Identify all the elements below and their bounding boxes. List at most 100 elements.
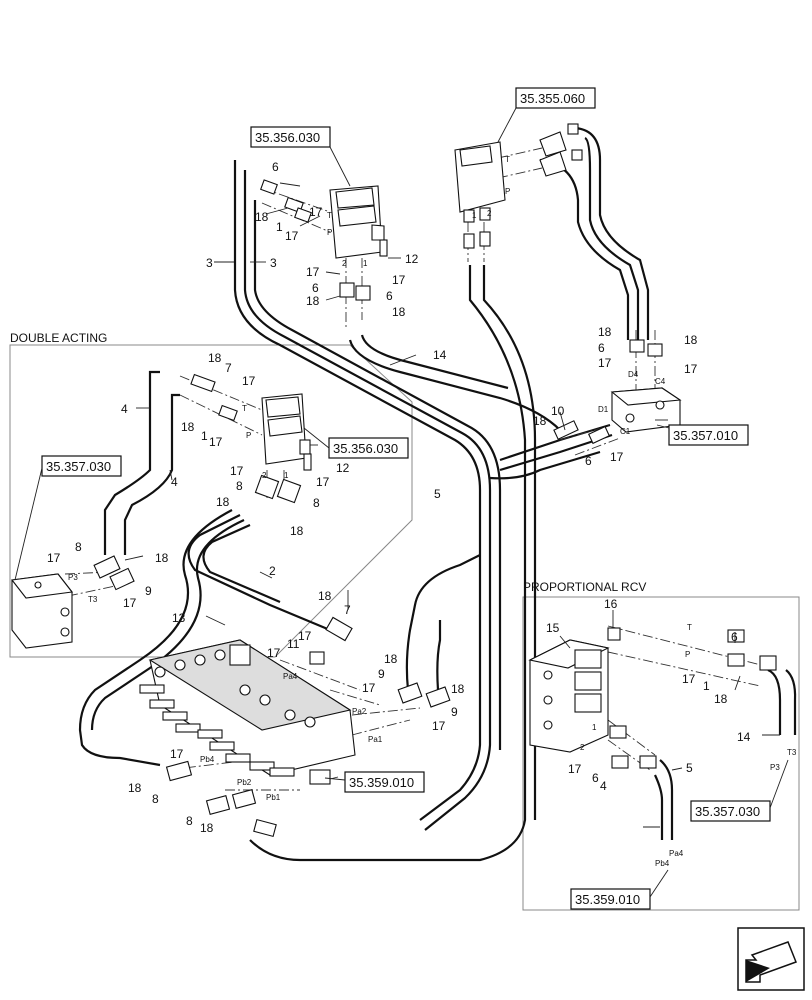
callout: 17 (316, 475, 330, 489)
ref-35359010-mid[interactable]: 35.359.010 (324, 771, 425, 793)
callout: 17 (392, 273, 406, 287)
callout: 6 (312, 281, 319, 295)
hose-rcv-right (767, 668, 797, 735)
port-1: 1 (284, 471, 289, 480)
port-p3: P3 (770, 763, 780, 772)
port-1: 1 (363, 259, 368, 268)
callout: 17 (123, 596, 137, 610)
ref-35357030-right[interactable]: 35.357.030 (690, 759, 789, 822)
callout: 18 (216, 495, 230, 509)
callout: 16 (604, 597, 618, 611)
callout: 17 (684, 362, 698, 376)
callout: 18 (392, 305, 406, 319)
port-2: 2 (262, 471, 267, 480)
hose-3-left (233, 160, 492, 831)
callout: 18 (598, 325, 612, 339)
ref-35356030-mid-text: 35.356.030 (333, 441, 398, 456)
port-2: 2 (487, 209, 492, 218)
callout: 17 (568, 762, 582, 776)
part-number-callouts: 6 18 17 1 17 3 3 12 17 17 6 6 18 18 14 1… (47, 160, 751, 835)
hose-14 (348, 334, 561, 431)
port-pa4: Pa4 (283, 672, 298, 681)
callout: 18 (290, 524, 304, 538)
callout: 10 (551, 404, 565, 418)
callout: 17 (242, 374, 256, 388)
hose-13 (78, 509, 245, 767)
callout: 17 (47, 551, 61, 565)
ref-35356030-top-text: 35.356.030 (255, 130, 320, 145)
spool-sections (139, 649, 316, 777)
callout: 18 (384, 652, 398, 666)
callout: 17 (598, 356, 612, 370)
callout: 18 (306, 294, 320, 308)
callout: 7 (344, 603, 351, 617)
port-t3: T3 (88, 595, 98, 604)
port-labels: T P 2 1 T P 1 2 D4 C4 D1 C1 T P 2 1 P3 T… (68, 155, 797, 868)
proportional-rcv-title: PROPORTIONAL RCV (523, 580, 646, 594)
callout: 3 (270, 256, 277, 270)
callout: 6 (592, 771, 599, 785)
callout: 9 (451, 705, 458, 719)
callout: 4 (171, 475, 178, 489)
leader-lines (124, 182, 780, 828)
callout: 6 (386, 289, 393, 303)
pilot-valve-top (329, 185, 388, 259)
callout: 17 (298, 629, 312, 643)
port-pb4: Pb4 (200, 755, 215, 764)
callout: 17 (682, 672, 696, 686)
callout: 18 (255, 210, 269, 224)
port-t: T (505, 155, 510, 164)
callout: 14 (737, 730, 751, 744)
ref-35356030-mid[interactable]: 35.356.030 (303, 427, 409, 459)
port-2: 2 (580, 743, 585, 752)
port-d4: D4 (628, 370, 639, 379)
port-pa2: Pa2 (352, 707, 367, 716)
callout: 3 (206, 256, 213, 270)
callout: 5 (686, 761, 693, 775)
callout: 18 (181, 420, 195, 434)
callout: 6 (585, 454, 592, 468)
port-pb2: Pb2 (237, 778, 252, 787)
fittings (93, 179, 777, 838)
proportional-rcv-section (522, 596, 800, 911)
callout: 6 (731, 630, 738, 644)
port-c1: C1 (620, 427, 631, 436)
port-1: 1 (592, 723, 597, 732)
port-p3: P3 (68, 573, 78, 582)
callout: 18 (128, 781, 142, 795)
callout: 9 (145, 584, 152, 598)
callout: 18 (714, 692, 728, 706)
callout: 17 (170, 747, 184, 761)
port-pa1: Pa1 (368, 735, 383, 744)
valve-top-right (454, 123, 583, 223)
callout: 6 (598, 341, 605, 355)
callout: 17 (309, 205, 323, 219)
callout: 8 (186, 814, 193, 828)
ref-35359010-bottom-text: 35.359.010 (575, 892, 640, 907)
control-valve-bank (139, 639, 356, 785)
rcv-block (528, 627, 621, 753)
callout: 17 (230, 464, 244, 478)
ref-35357030-left[interactable]: 35.357.030 (14, 455, 122, 581)
port-pa4: Pa4 (669, 849, 684, 858)
ref-35355060-text: 35.355.060 (520, 91, 585, 106)
callout: 17 (610, 450, 624, 464)
ref-35359010-bottom[interactable]: 35.359.010 (570, 869, 669, 910)
hose-9-mid (405, 554, 481, 691)
ref-35355060[interactable]: 35.355.060 (497, 87, 596, 143)
callout: 17 (267, 646, 281, 660)
callout: 18 (318, 589, 332, 603)
port-d1: D1 (598, 405, 609, 414)
ref-35357030-left-text: 35.357.030 (46, 459, 111, 474)
callout: 18 (533, 414, 547, 428)
callout: 7 (225, 361, 232, 375)
ref-35356030-top[interactable]: 35.356.030 (250, 126, 351, 187)
callout: 4 (121, 402, 128, 416)
port-t: T (687, 623, 692, 632)
hose-2 (187, 514, 331, 632)
ref-35357010[interactable]: 35.357.010 (656, 424, 749, 446)
port-p: P (505, 187, 510, 196)
callout: 5 (434, 487, 441, 501)
callout: 18 (200, 821, 214, 835)
